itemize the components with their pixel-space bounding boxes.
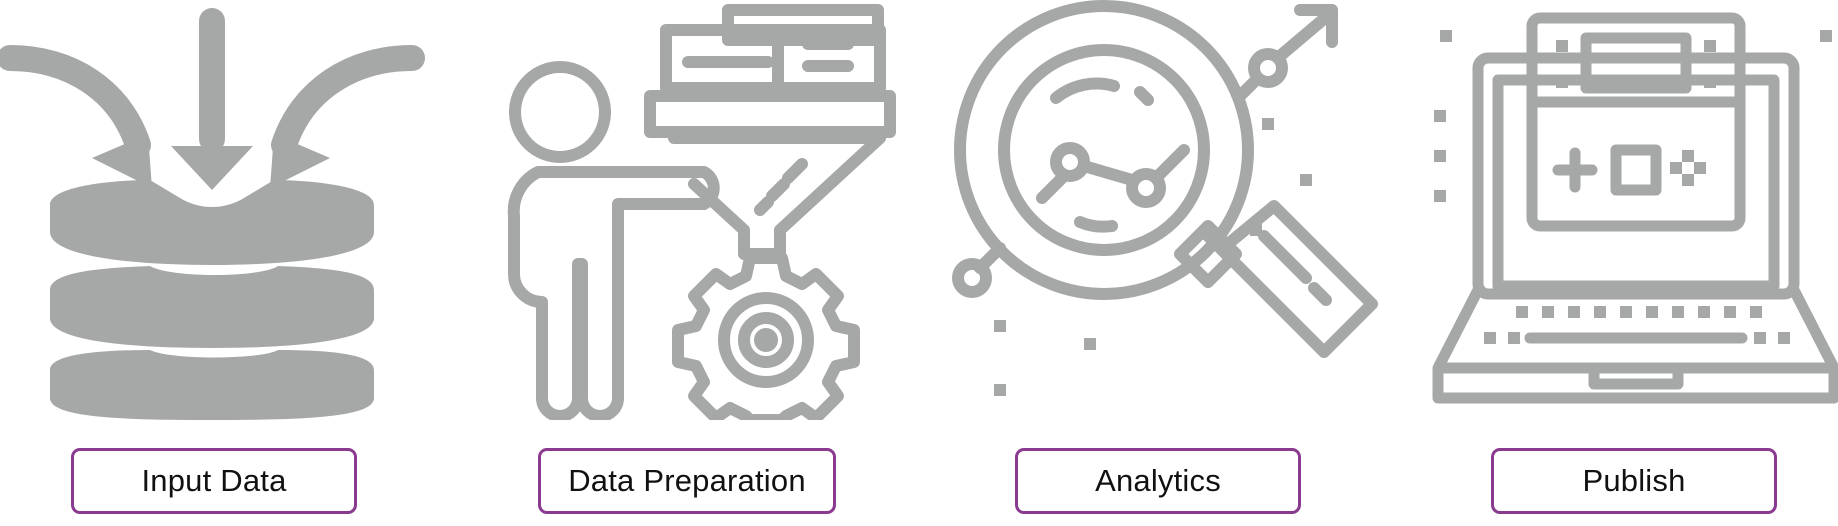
magnifier-chart-icon <box>944 0 1384 420</box>
label-publish: Publish <box>1491 448 1777 514</box>
label-analytics: Analytics <box>1015 448 1301 514</box>
label-data-preparation: Data Preparation <box>538 448 836 514</box>
laptop-layout-icon <box>1420 0 1838 420</box>
step-publish: Publish <box>1420 0 1838 526</box>
person-funnel-gear-icon <box>468 0 908 420</box>
database-inflow-icon <box>0 0 440 420</box>
step-input-data: Input Data <box>0 0 440 526</box>
step-analytics: Analytics <box>944 0 1384 526</box>
step-data-preparation: Data Preparation <box>468 0 908 526</box>
label-input-data: Input Data <box>71 448 357 514</box>
